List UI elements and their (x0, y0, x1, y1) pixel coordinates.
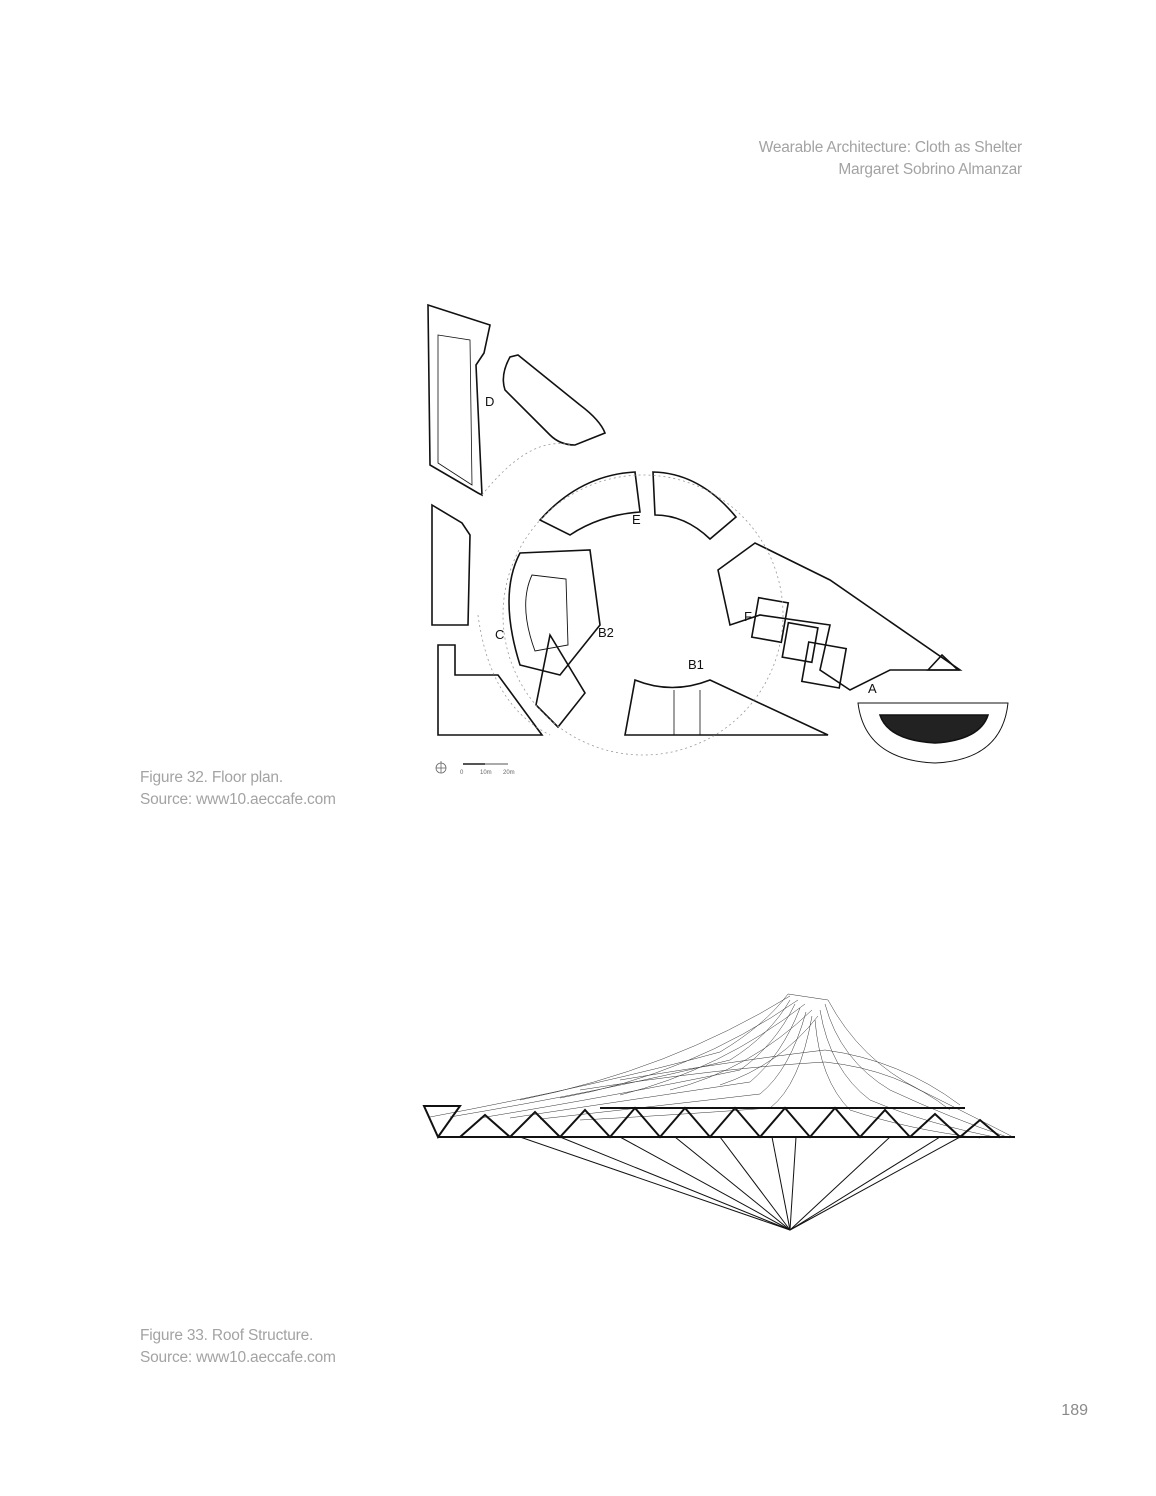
north-arrow-icon (435, 761, 447, 774)
running-header: Wearable Architecture: Cloth as Shelter … (758, 137, 1023, 181)
floor-plan-drawing: D E C B2 B1 F A 0 10m 20m (427, 303, 1009, 776)
svg-text:10m: 10m (480, 770, 492, 776)
figure-33-title: Figure 33. Roof Structure. (140, 1327, 314, 1344)
svg-text:20m: 20m (503, 770, 515, 776)
floor-plan-label-d: D (485, 394, 494, 409)
floor-plan-label-c: C (495, 627, 504, 642)
svg-text:0: 0 (460, 770, 464, 776)
floor-plan-label-a: A (868, 681, 877, 696)
floor-plan-label-f: F (744, 609, 752, 624)
floor-plan-label-b2: B2 (598, 625, 614, 640)
figure-floor-plan: D E C B2 B1 F A 0 10m 20m (410, 295, 1050, 785)
figure-33-caption: Figure 33. Roof Structure. Source: www10… (140, 1325, 336, 1369)
figure-32-caption: Figure 32. Floor plan. Source: www10.aec… (140, 767, 336, 811)
page-number: 189 (1061, 1402, 1088, 1419)
figure-32-title: Figure 32. Floor plan. (140, 769, 283, 786)
scale-bar: 0 10m 20m (460, 763, 515, 776)
figure-roof-structure (420, 990, 1020, 1235)
figure-32-source: Source: www10.aeccafe.com (140, 791, 336, 808)
roof-structure-drawing (422, 993, 1016, 1231)
header-title: Wearable Architecture: Cloth as Shelter (758, 139, 1023, 156)
floor-plan-label-e: E (632, 512, 641, 527)
figure-33-source: Source: www10.aeccafe.com (140, 1349, 336, 1366)
floor-plan-label-b1: B1 (688, 657, 704, 672)
header-author: Margaret Sobrino Almanzar (838, 161, 1022, 178)
